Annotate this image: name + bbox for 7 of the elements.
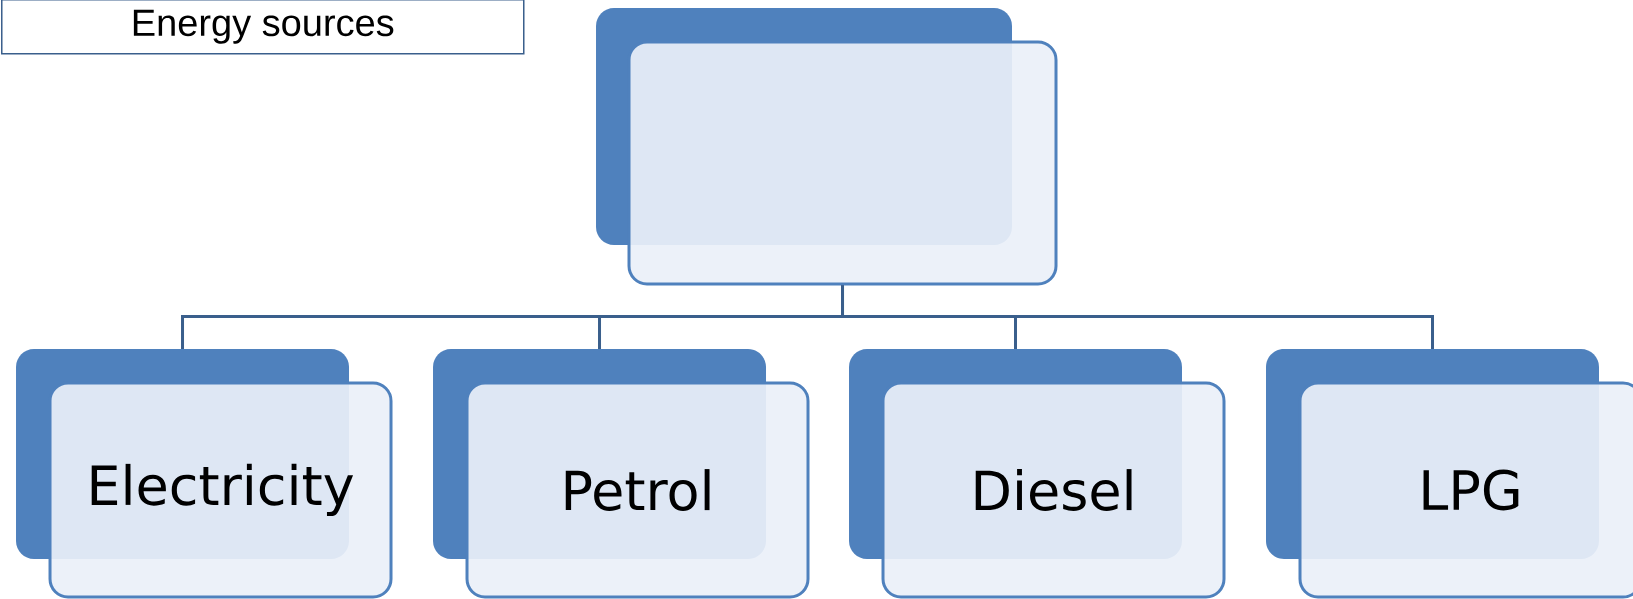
process-box: Petrol [433,349,810,599]
process-box: Diesel [849,349,1226,599]
process-box: Electricity [16,349,393,599]
process-box [596,8,1058,286]
title-box: Energy sources [1,0,525,55]
connector-line [841,285,1434,349]
process-box: LPG [1266,349,1633,599]
